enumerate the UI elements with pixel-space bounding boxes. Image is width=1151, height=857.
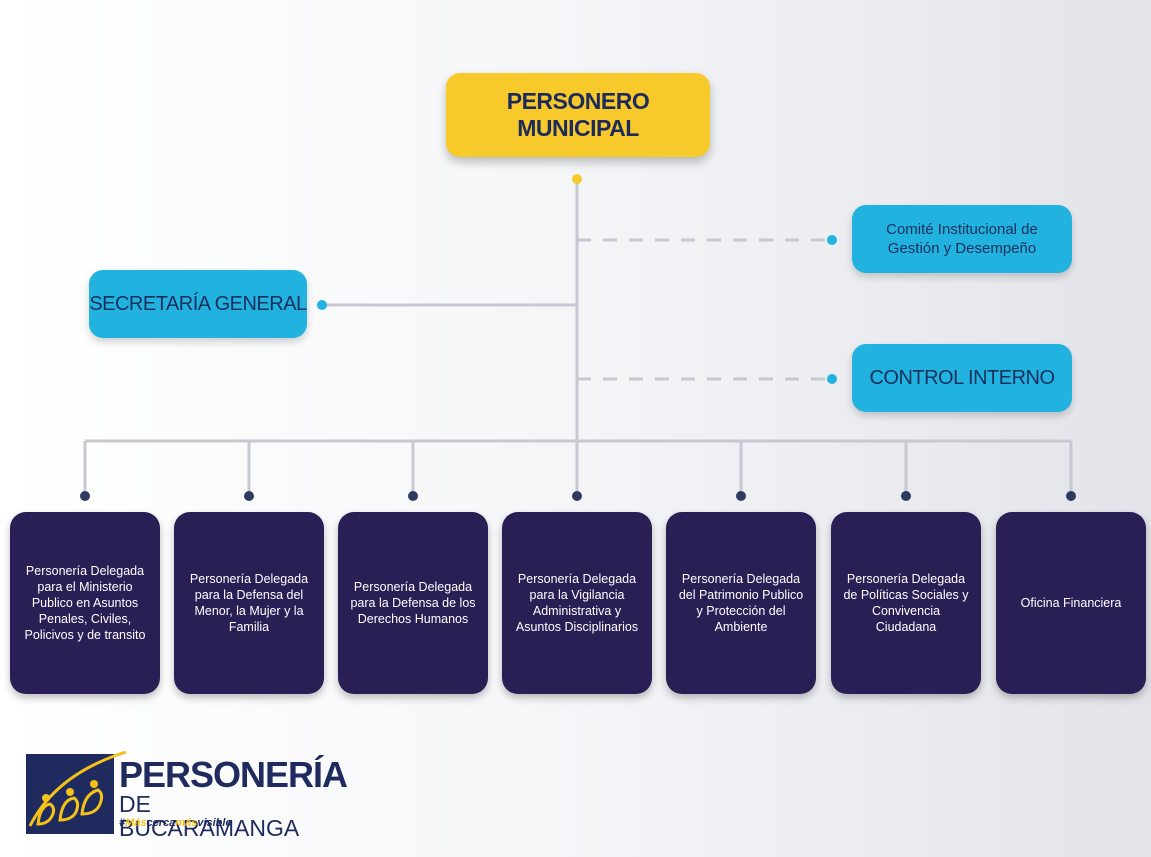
- unit-box-ministerio-publico: Personería Delegada para el Ministerio P…: [10, 512, 160, 694]
- tagline-part-3: más: [175, 817, 198, 829]
- personero-municipal-label: PERSONERO MUNICIPAL: [506, 88, 650, 141]
- tagline-part-2: cerca: [146, 817, 176, 829]
- unit-box-defensa-menor: Personería Delegada para la Defensa del …: [174, 512, 324, 694]
- unit-label: Personería Delegada para el Ministerio P…: [24, 564, 146, 642]
- unit-label: Personería Delegada del Patrimonio Publi…: [678, 572, 804, 634]
- unit-label: Personería Delegada para la Defensa del …: [189, 572, 309, 634]
- comite-institucional-box: Comité Institucional de Gestión y Desemp…: [852, 205, 1072, 273]
- control-connector-dot: [827, 374, 837, 384]
- control-interno-label: CONTROL INTERNO: [869, 366, 1055, 389]
- comite-connector-dot: [827, 235, 837, 245]
- unit-connector-dot: [901, 491, 911, 501]
- unit-box-oficina-financiera: Oficina Financiera: [996, 512, 1146, 694]
- personero-municipal-box: PERSONERO MUNICIPAL: [446, 73, 710, 157]
- people-swoosh-icon: [28, 750, 127, 827]
- secretaria-connector-dot: [317, 300, 327, 310]
- control-interno-box: CONTROL INTERNO: [852, 344, 1072, 412]
- unit-connector-dot: [1066, 491, 1076, 501]
- logo-mark: [26, 750, 127, 834]
- unit-label: Oficina Financiera: [1020, 596, 1122, 610]
- unit-connector-dot: [244, 491, 254, 501]
- tagline-part-4: visible: [197, 817, 232, 829]
- personeria-logo: PERSONERÍA DE BUCARAMANGA #Máscercamásvi…: [26, 750, 348, 840]
- unit-connector-dot: [80, 491, 90, 501]
- head-connector-dot: [572, 174, 582, 184]
- logo-tagline: #Máscercamásvisible: [119, 817, 232, 829]
- comite-institucional-label: Comité Institucional de Gestión y Desemp…: [886, 221, 1038, 257]
- unit-box-politicas-sociales: Personería Delegada de Políticas Sociale…: [831, 512, 981, 694]
- unit-box-vigilancia-administrativa: Personería Delegada para la Vigilancia A…: [502, 512, 652, 694]
- logo-title: PERSONERÍA: [119, 754, 348, 795]
- unit-box-derechos-humanos: Personería Delegada para la Defensa de l…: [338, 512, 488, 694]
- unit-connector-dot: [736, 491, 746, 501]
- logo-subtitle: DE BUCARAMANGA: [119, 791, 300, 841]
- secretaria-general-label: SECRETARÍA GENERAL: [89, 292, 307, 315]
- unit-box-patrimonio-publico: Personería Delegada del Patrimonio Publi…: [666, 512, 816, 694]
- unit-label: Personería Delegada para la Defensa de l…: [350, 580, 476, 626]
- unit-connector-dot: [408, 491, 418, 501]
- unit-connector-dot: [572, 491, 582, 501]
- unit-label: Personería Delegada de Políticas Sociale…: [843, 572, 969, 634]
- tagline-hash: #: [119, 817, 126, 829]
- unit-label: Personería Delegada para la Vigilancia A…: [515, 572, 639, 634]
- secretaria-general-box: SECRETARÍA GENERAL: [89, 270, 307, 338]
- tagline-part-1: Más: [125, 817, 147, 829]
